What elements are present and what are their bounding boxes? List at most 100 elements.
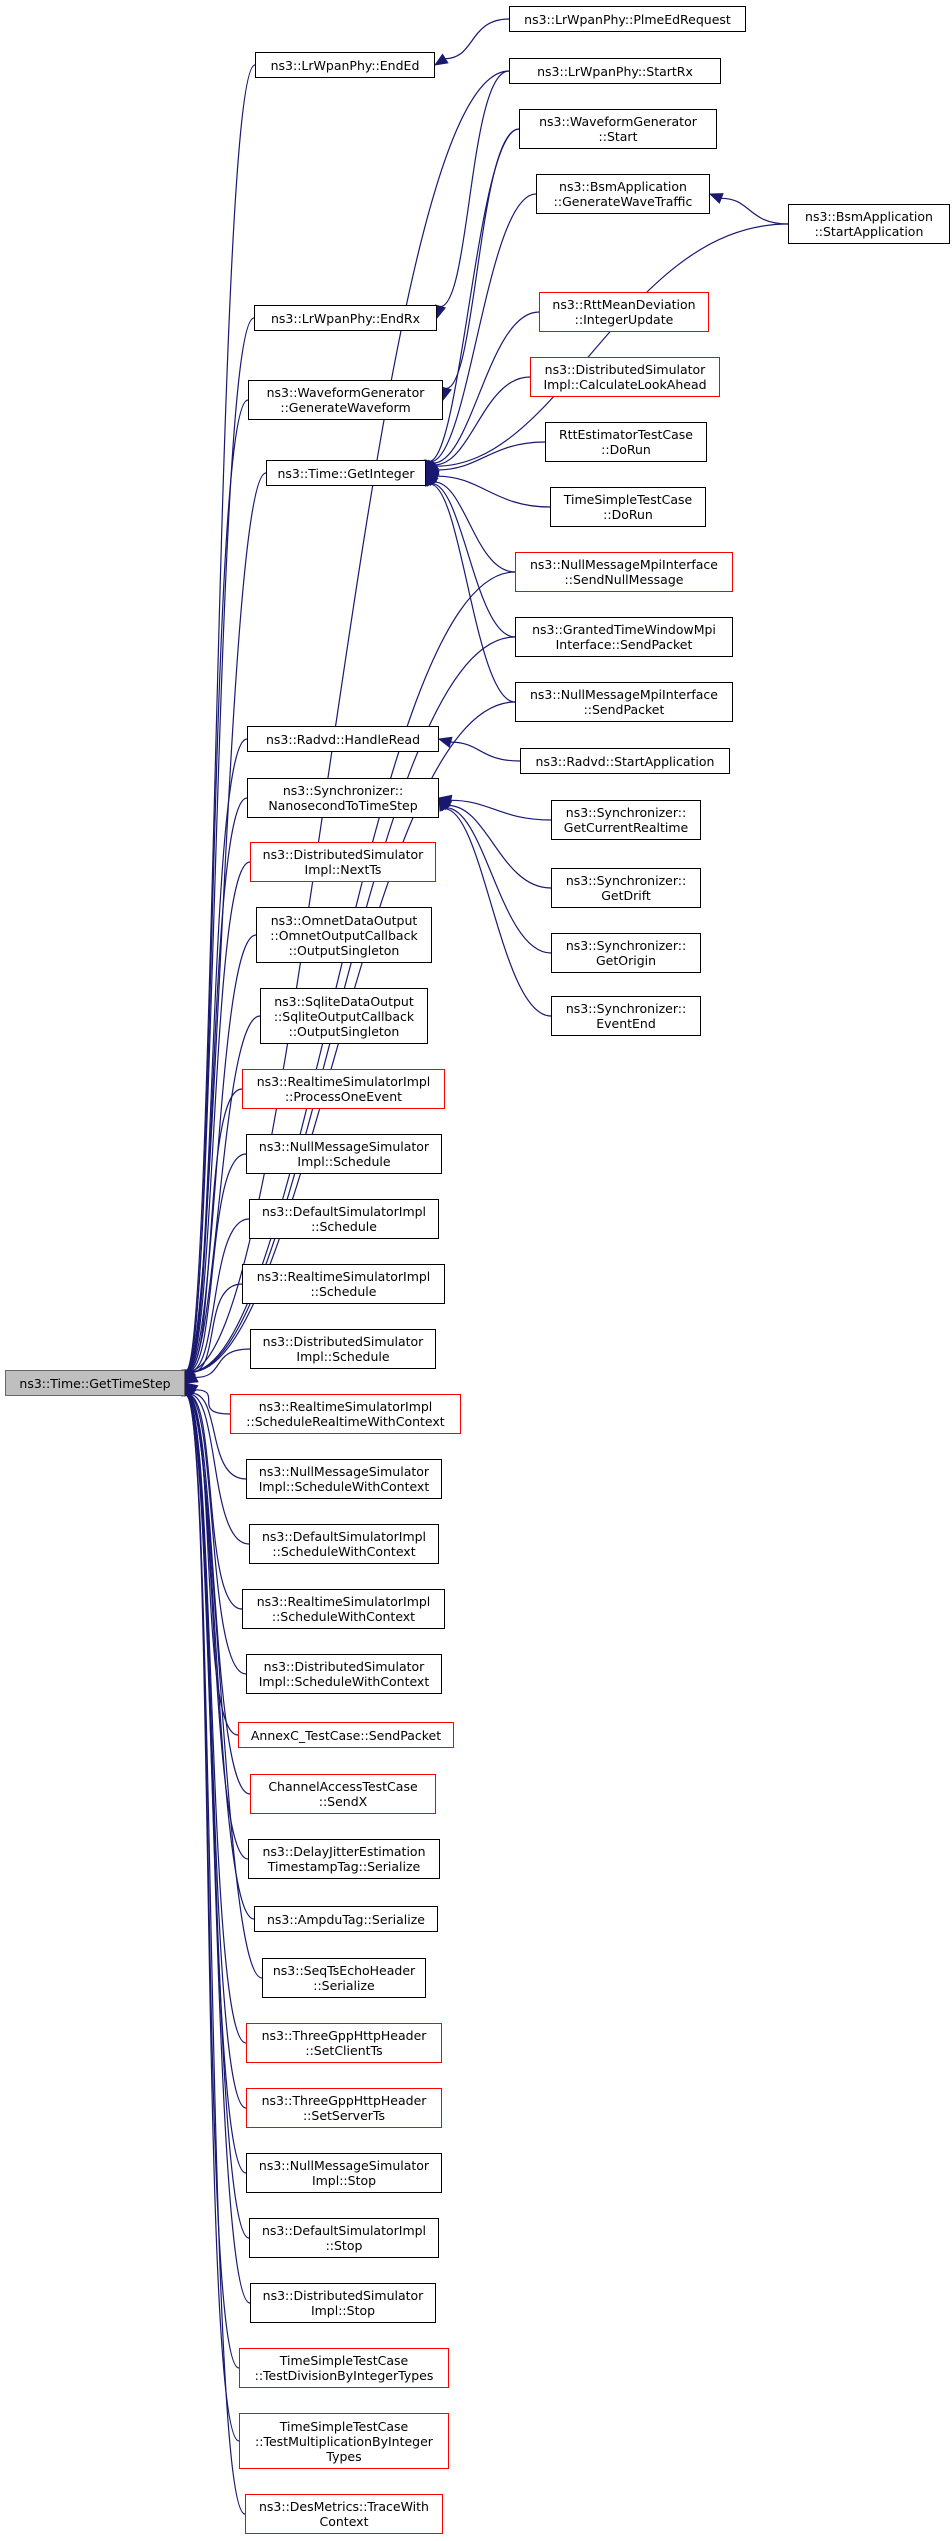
node-des-metrics-trace-with-context[interactable]: ns3::DesMetrics::TraceWith Context: [245, 2494, 443, 2534]
node-dist-stop[interactable]: ns3::DistributedSimulator Impl::Stop: [250, 2283, 436, 2323]
node-dist-next-ts[interactable]: ns3::DistributedSimulator Impl::NextTs: [250, 842, 436, 882]
call-edge: [431, 482, 516, 638]
call-edge: [185, 399, 249, 1372]
node-nanosecond-to-time-step[interactable]: ns3::Synchronizer:: NanosecondToTimeStep: [247, 778, 439, 818]
node-event-end[interactable]: ns3::Synchronizer:: EventEnd: [551, 996, 701, 1036]
call-edge: [191, 1392, 247, 1480]
call-edge: [445, 18, 510, 60]
node-rtt-integer-update[interactable]: ns3::RttMeanDeviation ::IntegerUpdate: [539, 292, 709, 332]
node-end-rx[interactable]: ns3::LrWpanPhy::EndRx: [254, 305, 437, 331]
call-edge: [187, 1394, 243, 1610]
call-edge: [186, 1394, 255, 1920]
node-omnet-output-singleton[interactable]: ns3::OmnetDataOutput ::OmnetOutputCallba…: [256, 907, 432, 963]
call-edge: [450, 741, 521, 762]
node-channel-access-send-x[interactable]: ChannelAccessTestCase ::SendX: [250, 1774, 436, 1814]
node-radvd-start-application[interactable]: ns3::Radvd::StartApplication: [520, 748, 730, 774]
call-edge: [186, 1394, 263, 1979]
node-rtt-estimator-test-do-run[interactable]: RttEstimatorTestCase ::DoRun: [545, 422, 707, 462]
call-edge: [187, 1394, 247, 1675]
call-edge: [437, 441, 546, 471]
node-default-stop[interactable]: ns3::DefaultSimulatorImpl ::Stop: [249, 2218, 439, 2258]
call-edge: [435, 223, 789, 467]
call-edge: [446, 807, 552, 954]
node-generate-waveform[interactable]: ns3::WaveformGenerator ::GenerateWavefor…: [248, 380, 443, 420]
edge-arrowhead: [438, 796, 450, 812]
node-get-time-step: ns3::Time::GetTimeStep: [5, 1370, 185, 1396]
node-ampdu-tag-serialize[interactable]: ns3::AmpduTag::Serialize: [254, 1906, 438, 1932]
node-sqlite-output-singleton[interactable]: ns3::SqliteDataOutput ::SqliteOutputCall…: [260, 988, 428, 1044]
call-edge: [185, 1394, 250, 2239]
node-http-set-server-ts[interactable]: ns3::ThreeGppHttpHeader ::SetServerTs: [246, 2088, 442, 2128]
call-edge: [186, 1394, 251, 1795]
call-edge: [444, 808, 552, 1017]
call-edge: [428, 128, 520, 463]
call-edge: [194, 1389, 231, 1415]
call-edge: [185, 1394, 246, 2515]
call-edge: [450, 799, 552, 821]
node-get-integer[interactable]: ns3::Time::GetInteger: [266, 460, 426, 486]
call-edge: [437, 475, 551, 508]
node-delay-jitter-serialize[interactable]: ns3::DelayJitterEstimation TimestampTag:…: [248, 1839, 440, 1879]
node-default-schedule-with-context[interactable]: ns3::DefaultSimulatorImpl ::ScheduleWith…: [249, 1524, 439, 1564]
node-default-schedule[interactable]: ns3::DefaultSimulatorImpl ::Schedule: [249, 1199, 439, 1239]
call-edge: [187, 70, 510, 1372]
call-edge: [185, 738, 248, 1372]
node-null-msg-send-packet[interactable]: ns3::NullMessageMpiInterface ::SendPacke…: [515, 682, 733, 722]
call-edge: [185, 1394, 240, 2369]
call-edge: [721, 197, 789, 225]
call-edge: [186, 861, 251, 1372]
call-edge: [440, 70, 510, 308]
call-edge: [185, 64, 256, 1372]
node-seq-ts-echo-serialize[interactable]: ns3::SeqTsEchoHeader ::Serialize: [262, 1958, 426, 1998]
node-dist-schedule-with-context[interactable]: ns3::DistributedSimulator Impl::Schedule…: [246, 1654, 442, 1694]
call-edge: [430, 193, 537, 463]
node-null-msg-schedule-with-context[interactable]: ns3::NullMessageSimulator Impl::Schedule…: [246, 1459, 442, 1499]
node-get-current-realtime[interactable]: ns3::Synchronizer:: GetCurrentRealtime: [551, 800, 701, 840]
node-null-msg-stop[interactable]: ns3::NullMessageSimulator Impl::Stop: [246, 2153, 442, 2193]
call-edge: [446, 128, 520, 390]
call-edge: [433, 481, 516, 573]
node-granted-send-packet[interactable]: ns3::GrantedTimeWindowMpi Interface::Sen…: [515, 617, 733, 657]
node-rt-schedule-with-context[interactable]: ns3::RealtimeSimulatorImpl ::ScheduleWit…: [242, 1589, 445, 1629]
call-edge: [189, 571, 516, 1373]
call-edge: [190, 1283, 243, 1374]
call-edge: [430, 483, 516, 703]
node-time-simple-test-do-run[interactable]: TimeSimpleTestCase ::DoRun: [550, 487, 706, 527]
call-edge: [185, 1394, 247, 2174]
node-send-null-message[interactable]: ns3::NullMessageMpiInterface ::SendNullM…: [515, 552, 733, 592]
node-end-ed[interactable]: ns3::LrWpanPhy::EndEd: [255, 52, 435, 78]
node-waveform-generator-start[interactable]: ns3::WaveformGenerator ::Start: [519, 109, 717, 149]
node-calculate-look-ahead[interactable]: ns3::DistributedSimulator Impl::Calculat…: [530, 357, 720, 397]
node-rt-process-one-event[interactable]: ns3::RealtimeSimulatorImpl ::ProcessOneE…: [242, 1069, 445, 1109]
call-edge: [189, 1218, 250, 1373]
node-bsm-generate-wave-traffic[interactable]: ns3::BsmApplication ::GenerateWaveTraffi…: [536, 174, 710, 214]
node-dist-schedule[interactable]: ns3::DistributedSimulator Impl::Schedule: [250, 1329, 436, 1369]
node-get-origin[interactable]: ns3::Synchronizer:: GetOrigin: [551, 933, 701, 973]
node-rt-schedule[interactable]: ns3::RealtimeSimulatorImpl ::Schedule: [242, 1264, 445, 1304]
call-edge: [189, 1393, 250, 1545]
edge-arrowhead: [183, 1372, 199, 1384]
node-test-multiplication-by-integer-types[interactable]: TimeSimpleTestCase ::TestMultiplicationB…: [239, 2413, 449, 2469]
node-bsm-start-application[interactable]: ns3::BsmApplication ::StartApplication: [788, 204, 950, 244]
edge-arrowhead: [708, 193, 724, 204]
node-http-set-client-ts[interactable]: ns3::ThreeGppHttpHeader ::SetClientTs: [246, 2023, 442, 2063]
node-test-division-by-integer-types[interactable]: TimeSimpleTestCase ::TestDivisionByInteg…: [239, 2348, 449, 2388]
call-edge: [432, 311, 540, 464]
edge-arrowhead: [433, 53, 449, 66]
call-edge: [195, 1348, 251, 1379]
node-rt-schedule-realtime-with-context[interactable]: ns3::RealtimeSimulatorImpl ::ScheduleRea…: [230, 1394, 461, 1434]
call-edge: [185, 797, 248, 1372]
call-edge: [185, 1394, 251, 2304]
call-edge: [185, 1394, 247, 2044]
node-annexc-send-packet[interactable]: AnnexC_TestCase::SendPacket: [238, 1722, 454, 1748]
node-start-rx[interactable]: ns3::LrWpanPhy::StartRx: [509, 58, 721, 84]
call-edge: [448, 804, 552, 889]
node-radvd-handle-read[interactable]: ns3::Radvd::HandleRead: [247, 726, 439, 752]
call-edge: [434, 376, 531, 466]
node-null-msg-schedule[interactable]: ns3::NullMessageSimulator Impl::Schedule: [246, 1134, 442, 1174]
node-get-drift[interactable]: ns3::Synchronizer:: GetDrift: [551, 868, 701, 908]
node-plme-ed-request[interactable]: ns3::LrWpanPhy::PlmeEdRequest: [509, 6, 746, 32]
edge-arrowhead: [437, 736, 453, 748]
